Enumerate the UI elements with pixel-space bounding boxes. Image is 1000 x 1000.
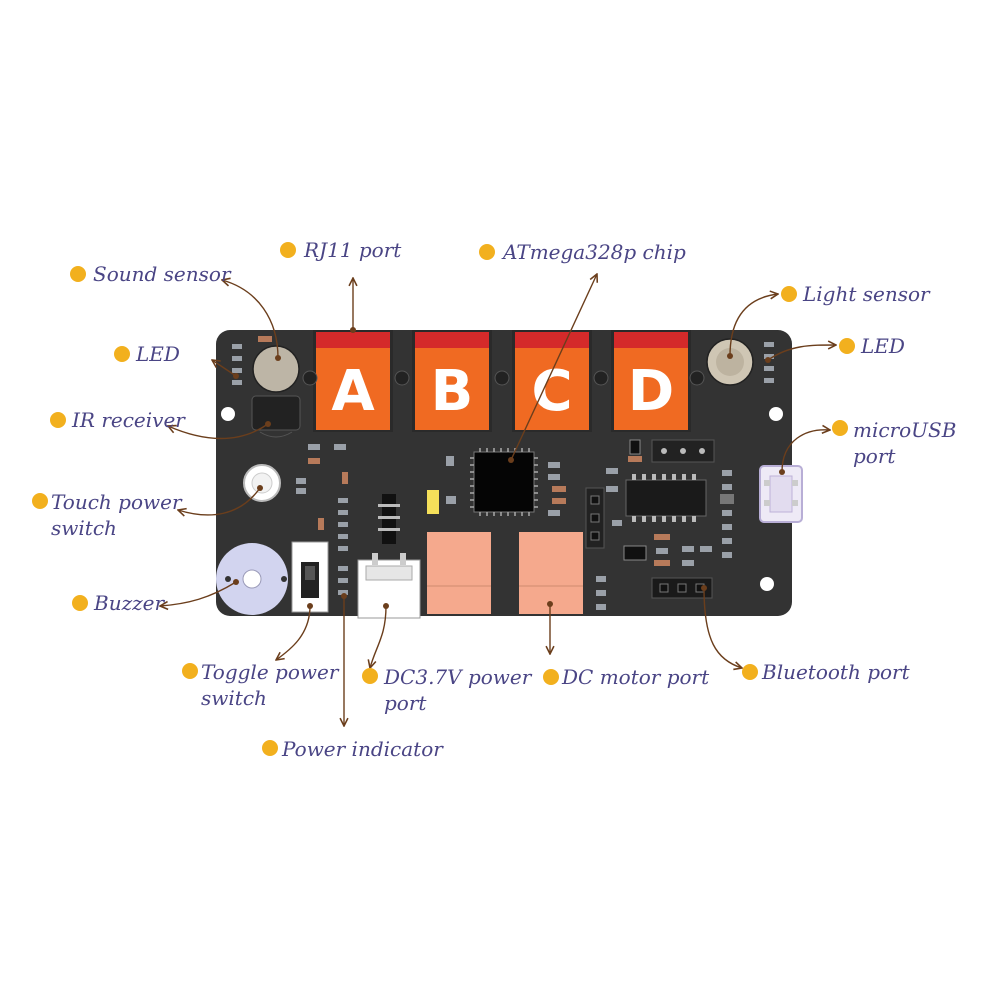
label-toggle-power-switch: Toggle power switch [182,660,340,710]
port-letter-c: C [531,359,572,424]
led-right-component [764,342,774,383]
label-microusb-port: microUSB port [832,418,956,468]
leader-touch-switch [178,487,261,515]
leader-dc37 [370,605,387,668]
atmega-chip-component [470,448,538,516]
label-led-left-text: LED [135,342,180,366]
label-dc37-power-port: DC3.7V power port [362,665,533,715]
port-letter-b: B [431,359,474,424]
label-dc-motor-text: DC motor port [561,665,710,689]
label-toggle-power-text-2: switch [201,686,267,710]
sound-sensor-component [252,336,300,393]
leader-lines [160,274,836,726]
label-touch-power-text-1: Touch power [51,490,183,514]
label-light-sensor: Light sensor [781,282,931,306]
port-letter-d: D [628,359,674,424]
label-dc-motor-port: DC motor port [543,665,710,689]
led-left-component [232,344,242,385]
label-dc37-text-2: port [384,691,427,715]
leader-bluetooth [703,587,742,668]
leader-toggle-switch [276,605,311,660]
rj11-port-a [313,330,393,432]
port-letter-a: A [331,359,375,424]
touch-switch-component [243,464,281,502]
leader-sound-sensor [222,280,279,359]
driver-ic-component [625,474,707,522]
label-light-sensor-text: Light sensor [802,282,931,306]
label-bluetooth-text: Bluetooth port [761,660,911,684]
mounting-hole [760,577,774,591]
leader-atmega [510,274,597,461]
mounting-hole [769,407,783,421]
leader-ir-receiver [168,423,269,440]
label-microusb-text-2: port [853,444,896,468]
circuit-board: A B C D [216,330,803,619]
header-pins-top [651,439,715,463]
label-led-right-text: LED [860,334,905,358]
label-ir-receiver: IR receiver [50,408,186,432]
header-pins-vertical [585,487,605,549]
label-atmega-chip-text: ATmega328p chip [501,240,686,264]
label-rj11-port-text: RJ11 port [303,238,402,262]
crystal-component [427,490,439,514]
label-sound-sensor: Sound sensor [70,262,232,286]
label-power-indicator: Power indicator [262,737,444,761]
label-led-left: LED [114,342,180,366]
leader-light-sensor [729,294,778,357]
label-bluetooth-port: Bluetooth port [742,660,911,684]
labels: Sound sensor RJ11 port ATmega328p chip L… [32,238,956,761]
toggle-switch-component [291,541,329,613]
leader-origins [233,327,785,609]
label-toggle-power-text-1: Toggle power [201,660,340,684]
label-dc37-text-1: DC3.7V power [383,665,533,689]
leader-led-right [767,345,836,361]
label-microusb-text-1: microUSB [853,418,956,442]
label-buzzer: Buzzer [72,591,165,615]
dc-motor-port-right [519,532,583,614]
rj11-port-b [412,330,492,432]
label-buzzer-text: Buzzer [93,591,165,615]
buzzer-component [216,543,288,615]
ir-receiver-component [251,395,301,438]
leader-led-left [212,360,237,377]
rj11-port-d [611,330,691,432]
label-led-right: LED [839,334,905,358]
bluetooth-port-component [651,577,713,599]
label-rj11-port: RJ11 port [280,238,402,262]
smd-components [296,439,734,610]
power-indicator-component [338,498,348,595]
label-atmega-chip: ATmega328p chip [479,240,686,264]
label-ir-receiver-text: IR receiver [71,408,186,432]
leader-microusb [781,430,830,473]
microusb-component [759,465,803,523]
label-touch-power-text-2: switch [51,516,117,540]
rj11-port-c [512,330,592,432]
label-touch-power-switch: Touch power switch [32,490,183,540]
label-power-indicator-text: Power indicator [281,737,444,761]
mounting-hole [221,407,235,421]
rj11-ports [302,330,705,432]
light-sensor-component [706,338,754,386]
dc37-port-component [357,494,421,619]
dc-motor-port-left [427,532,491,614]
leader-buzzer [160,581,237,606]
label-sound-sensor-text: Sound sensor [93,262,232,286]
